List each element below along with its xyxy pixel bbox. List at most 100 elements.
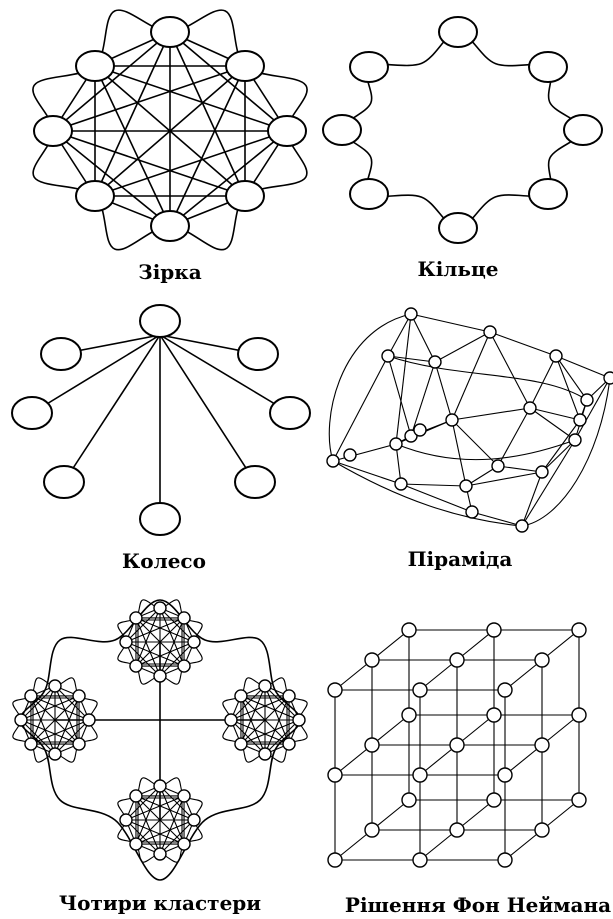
mesh-edge xyxy=(529,407,576,441)
lattice-node xyxy=(497,852,513,868)
mesh-edge xyxy=(451,331,491,421)
mesh-edge xyxy=(169,65,246,227)
cluster-mesh-edge xyxy=(30,695,56,755)
mesh-edge xyxy=(489,331,531,409)
mesh-edge xyxy=(332,443,397,462)
spoke-edge xyxy=(159,334,291,414)
cluster-mesh-edge xyxy=(135,795,185,845)
mesh-edge xyxy=(521,471,543,527)
curved-edge xyxy=(395,439,576,461)
caption-pyramid: Піраміда xyxy=(407,547,513,571)
mesh-node xyxy=(459,479,473,493)
mesh-node xyxy=(404,429,418,443)
cluster-node xyxy=(187,635,201,649)
mesh-edge xyxy=(94,130,288,197)
ring-node xyxy=(528,178,568,210)
mesh-node xyxy=(445,413,459,427)
ring-node xyxy=(322,114,362,146)
cluster-mesh-edge xyxy=(135,795,161,855)
mesh-node xyxy=(523,401,537,415)
curved-edge xyxy=(332,460,523,527)
mesh-node xyxy=(389,437,403,451)
spoke-edge xyxy=(159,334,256,483)
lattice-node xyxy=(412,852,428,868)
cluster-node xyxy=(129,789,143,803)
rim-node xyxy=(11,396,53,430)
cluster-mesh-edge xyxy=(30,695,90,721)
mesh-edge xyxy=(465,471,543,487)
cluster-node xyxy=(282,737,296,751)
star-node xyxy=(33,115,73,147)
caption-star: Зірка xyxy=(138,260,202,284)
caption-clusters: Чотири кластери xyxy=(58,891,262,915)
mesh-edge xyxy=(451,419,499,467)
lattice-node xyxy=(401,792,417,808)
lattice-edge xyxy=(334,659,373,691)
mesh-node xyxy=(326,454,340,468)
cluster-node xyxy=(119,813,133,827)
lattice-node xyxy=(327,852,343,868)
star-node xyxy=(75,180,115,212)
lattice-node xyxy=(534,652,550,668)
lattice-edge xyxy=(456,629,495,661)
mesh-node xyxy=(428,355,442,369)
cluster-node xyxy=(153,779,167,793)
lattice-node xyxy=(364,737,380,753)
lattice-edge xyxy=(541,629,580,661)
mesh-edge xyxy=(541,439,576,473)
cluster-mesh-edge xyxy=(240,695,266,755)
cluster-mesh-edge xyxy=(125,819,161,855)
mesh-edge xyxy=(400,483,467,487)
mesh-node xyxy=(381,349,395,363)
caption-wheel: Колесо xyxy=(122,549,206,573)
mesh-edge xyxy=(574,377,611,441)
mesh-edge xyxy=(434,361,453,421)
mesh-node xyxy=(491,459,505,473)
ring-node xyxy=(438,16,478,48)
cluster-node xyxy=(153,847,167,861)
cluster-node xyxy=(129,611,143,625)
mesh-edge xyxy=(555,355,611,379)
lattice-node xyxy=(364,822,380,838)
mesh-node xyxy=(580,393,594,407)
mesh-edge xyxy=(451,419,467,487)
spoke-edge xyxy=(63,334,161,483)
cluster-node xyxy=(48,679,62,693)
cluster-node xyxy=(177,789,191,803)
lattice-node xyxy=(486,792,502,808)
mesh-node xyxy=(549,349,563,363)
mesh-node xyxy=(343,448,357,462)
cluster-node xyxy=(129,837,143,851)
lattice-edge xyxy=(456,714,495,746)
mesh-edge xyxy=(52,130,171,227)
lattice-edge xyxy=(504,829,543,861)
mesh-edge xyxy=(451,407,531,421)
lattice-edge xyxy=(541,799,580,831)
cluster-node xyxy=(177,659,191,673)
mesh-node xyxy=(515,519,529,533)
mesh-edge xyxy=(387,355,412,437)
curved-edge xyxy=(328,313,412,462)
cluster-mesh-edge xyxy=(125,641,161,677)
mesh-edge xyxy=(410,361,436,437)
lattice-node xyxy=(412,682,428,698)
cluster-mesh-edge xyxy=(20,719,56,755)
mesh-edge xyxy=(94,31,171,197)
mesh-edge xyxy=(52,65,246,132)
star-node xyxy=(225,180,265,212)
mesh-node xyxy=(483,325,497,339)
mesh-edge xyxy=(387,355,436,363)
cluster-node xyxy=(177,837,191,851)
lattice-edge xyxy=(419,744,458,776)
mesh-edge xyxy=(387,313,412,357)
lattice-node xyxy=(571,707,587,723)
cluster-node xyxy=(292,713,306,727)
cluster-mesh-edge xyxy=(240,695,300,721)
lattice-node xyxy=(486,707,502,723)
mesh-edge xyxy=(497,465,543,473)
cluster-node xyxy=(258,679,272,693)
lattice-edge xyxy=(334,744,373,776)
